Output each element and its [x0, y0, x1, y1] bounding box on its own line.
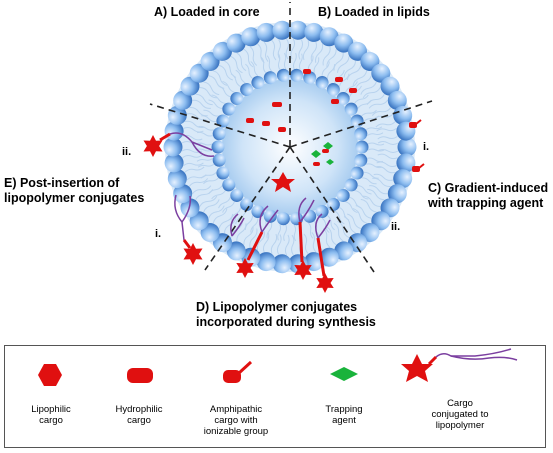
- polymer-chain: [317, 219, 331, 239]
- star-cargo: [316, 273, 334, 293]
- section-a-label: A) Loaded in core: [154, 5, 260, 19]
- polymer-chain: [191, 141, 215, 157]
- cargo-linker: [182, 239, 192, 249]
- star-cargo-in-core: [271, 172, 295, 192]
- section-e-label-line2: lipopolymer conjugates: [4, 191, 145, 205]
- section-c-label-line1: C) Gradient-induced: [428, 181, 549, 195]
- star-cargo: [183, 243, 203, 265]
- section-c-marker-i: i.: [423, 141, 430, 153]
- hexagon-icon: [38, 364, 62, 386]
- amphipathic-icon: [223, 360, 253, 383]
- section-d-label-line2: incorporated during synthesis: [196, 315, 376, 329]
- cargo-linker: [298, 221, 304, 263]
- polymer-chain: [231, 217, 245, 237]
- polymer-chain: [169, 132, 213, 151]
- capsule-icon: [127, 368, 153, 383]
- polymer-chain: [298, 197, 307, 223]
- diamond-icon: [330, 367, 358, 381]
- star-cargo: [236, 258, 254, 278]
- polymer-chain: [230, 213, 239, 237]
- star-cargo: [294, 260, 312, 280]
- liposome-diagram: [143, 2, 433, 293]
- section-c-marker-ii: ii.: [391, 221, 401, 233]
- cargo-linker: [316, 237, 326, 277]
- section-c-label-line2: with trapping agent: [428, 196, 544, 210]
- polymer-chain: [315, 213, 323, 239]
- polymer-chain: [259, 205, 269, 233]
- hydrophilic-cargo-in-core: [262, 102, 286, 132]
- lipophilic-cargo-in-membrane: [246, 69, 357, 123]
- cargo-linker: [246, 231, 264, 261]
- polymer-chain: [261, 209, 279, 233]
- section-e-label-line1: E) Post-insertion of: [4, 176, 120, 190]
- star-cargo: [143, 135, 163, 157]
- section-e-marker-ii: ii.: [122, 146, 132, 158]
- section-b-label: B) Loaded in lipids: [318, 5, 430, 19]
- star-conjugate-icon: [401, 348, 518, 382]
- section-e-marker-i: i.: [155, 228, 162, 240]
- trapping-agent-cluster: [311, 142, 334, 166]
- legend-icons: [38, 348, 518, 386]
- cargo-linker: [159, 132, 171, 142]
- polymer-chain: [181, 195, 192, 223]
- section-d-label-line1: D) Lipopolymer conjugates: [196, 300, 358, 314]
- section-dividers: [149, 2, 433, 273]
- amphipathic-cargo-outside: [409, 119, 425, 172]
- lipopolymer-conjugates: [143, 132, 334, 293]
- polymer-chain: [299, 199, 315, 223]
